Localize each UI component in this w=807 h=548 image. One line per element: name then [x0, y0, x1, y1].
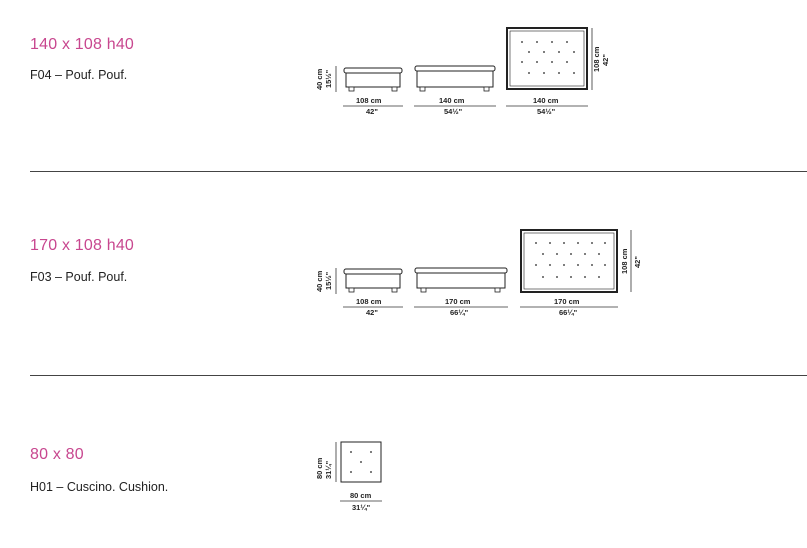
product-name-2: F03 – Pouf. Pouf.	[30, 270, 128, 284]
f04-front-view	[414, 65, 496, 92]
f03-width-in: 66¼"	[450, 308, 469, 317]
f03-top-width-cm: 170 cm	[554, 297, 580, 306]
product-name-3: H01 – Cuscino. Cushion.	[30, 480, 169, 494]
h01-height-in: 31¼"	[324, 460, 333, 479]
f03-height-cm: 40 cm	[315, 270, 324, 292]
f04-side-cm: 108 cm	[592, 46, 601, 72]
h01-top-view	[340, 441, 382, 483]
product-size-title-1: 140 x 108 h40	[30, 36, 135, 53]
f04-side-view	[343, 67, 403, 92]
f04-depth-cm: 108 cm	[356, 96, 382, 105]
f03-depth-in: 42"	[366, 308, 378, 317]
f03-depth-cm: 108 cm	[356, 297, 382, 306]
f04-top-width-in: 54½"	[537, 107, 556, 116]
f03-side-cm: 108 cm	[620, 248, 629, 274]
f03-width-cm: 170 cm	[445, 297, 471, 306]
f04-height-cm: 40 cm	[315, 68, 324, 90]
f04-width-in: 54½"	[444, 107, 463, 116]
f04-height-in: 15½"	[324, 69, 333, 88]
f03-height-in: 15½"	[324, 271, 333, 290]
f03-top-width-in: 66¼"	[559, 308, 578, 317]
product-size-title-3: 80 x 80	[30, 446, 84, 463]
f03-side-view	[343, 268, 403, 293]
f03-front-view	[414, 267, 508, 293]
section-divider-1	[30, 171, 807, 172]
h01-width-cm: 80 cm	[350, 491, 372, 500]
product-size-title-2: 170 x 108 h40	[30, 237, 135, 254]
f04-top-view	[506, 27, 588, 90]
f04-width-cm: 140 cm	[439, 96, 465, 105]
f04-top-width-cm: 140 cm	[533, 96, 559, 105]
product-name-1: F04 – Pouf. Pouf.	[30, 68, 128, 82]
f04-depth-in: 42"	[366, 107, 378, 116]
section-divider-2	[30, 375, 807, 376]
f03-top-view	[520, 229, 618, 293]
f03-side-in: 42"	[633, 256, 642, 268]
h01-height-cm: 80 cm	[315, 457, 324, 479]
h01-width-in: 31¼"	[352, 503, 371, 512]
f04-side-in: 42"	[601, 54, 610, 66]
